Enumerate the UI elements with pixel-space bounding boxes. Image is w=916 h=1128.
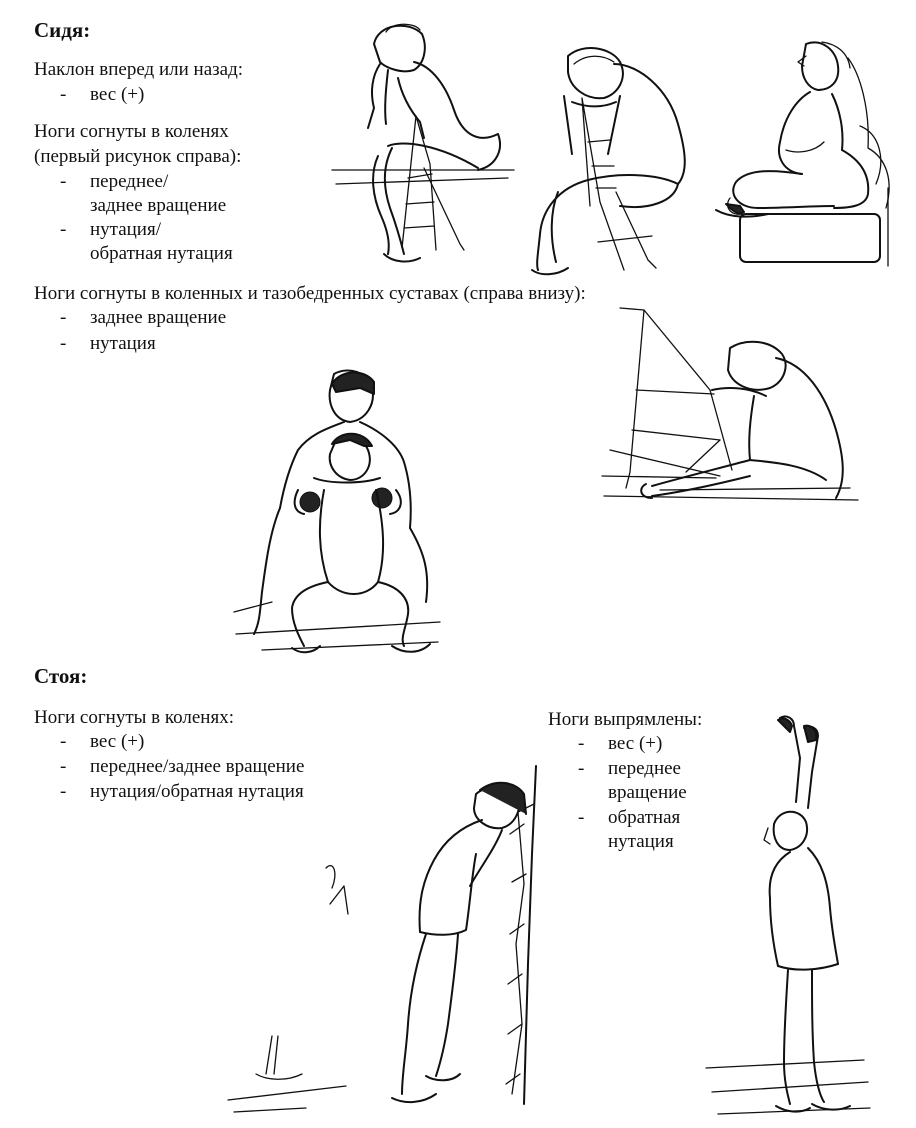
- list-item: - нутация/обратная нутация: [60, 781, 304, 802]
- woman-standing-leaning-on-wall-illustration: [227, 765, 537, 1113]
- standing-bent-title: Ноги согнуты в коленях:: [34, 707, 234, 728]
- list-item: - обратная нутация: [578, 807, 681, 852]
- list-marker: -: [60, 781, 67, 802]
- woman-squatting-with-partner-illustration: [233, 369, 441, 654]
- sitting-knees-hips-title: Ноги согнуты в коленных и тазобедренных …: [34, 283, 586, 304]
- woman-sitting-floor-head-on-chair-illustration: [601, 307, 859, 501]
- list-item: - переднее вращение: [578, 758, 687, 803]
- woman-sitting-cross-legged-illustration: [715, 41, 890, 267]
- list-item: - нутация: [60, 333, 156, 354]
- list-marker: -: [60, 756, 67, 777]
- sitting-knees-title-line1: Ноги согнуты в коленях: [34, 121, 229, 142]
- list-item: - вес (+): [60, 84, 145, 105]
- sitting-knees-title-line2: (первый рисунок справа):: [34, 146, 242, 167]
- sitting-lean-title: Наклон вперед или назад:: [34, 59, 244, 80]
- sitting-heading: Сидя:: [34, 18, 91, 42]
- woman-standing-arms-raised-illustration: [705, 715, 871, 1115]
- list-item: - вес (+): [60, 731, 145, 752]
- list-item: - переднее/заднее вращение: [60, 756, 305, 777]
- list-item: - заднее вращение: [60, 307, 227, 328]
- list-marker: -: [60, 171, 67, 192]
- standing-straight-title: Ноги выпрямлены:: [548, 709, 703, 730]
- woman-sitting-astride-chair-illustration: [331, 23, 515, 263]
- standing-heading: Стоя:: [34, 664, 88, 688]
- list-marker: -: [60, 219, 67, 240]
- list-marker: -: [60, 731, 67, 752]
- list-marker: -: [578, 807, 585, 828]
- woman-sitting-head-on-chair-back-illustration: [531, 47, 686, 276]
- list-marker: -: [60, 84, 67, 105]
- list-marker: -: [578, 758, 585, 779]
- list-marker: -: [60, 333, 67, 354]
- list-item: - вес (+): [578, 733, 663, 754]
- list-item: - переднее/ заднее вращение: [60, 171, 227, 216]
- list-item: - нутация/ обратная нутация: [60, 219, 233, 264]
- list-marker: -: [60, 307, 67, 328]
- list-marker: -: [578, 733, 585, 754]
